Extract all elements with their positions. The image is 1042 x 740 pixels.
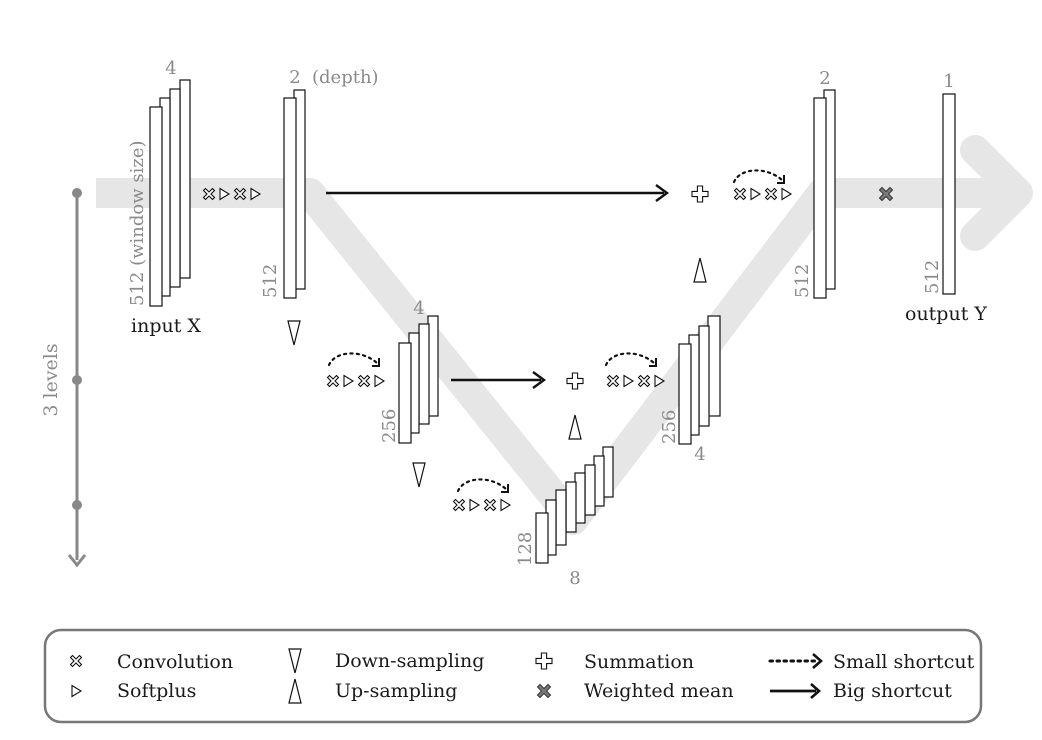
small-shortcut-enc2 bbox=[327, 352, 381, 368]
summation-1 bbox=[691, 185, 709, 203]
small-shortcut-dec2 bbox=[604, 352, 658, 368]
legend-label-down-sampling: Down-sampling bbox=[335, 650, 484, 672]
big-shortcut-2 bbox=[451, 371, 547, 389]
input-block: 4 512 (window size) input X bbox=[127, 58, 201, 337]
summation-2 bbox=[566, 372, 584, 390]
small-shortcut-bottom bbox=[456, 478, 510, 494]
legend-label-up-sampling: Up-sampling bbox=[335, 680, 457, 702]
enc1-block: 2 (depth) 512 bbox=[260, 67, 379, 299]
enc1-channels-label: 2 bbox=[289, 67, 300, 88]
legend-label-weighted-mean: Weighted mean bbox=[584, 680, 734, 702]
dec2-conv-ops bbox=[608, 376, 665, 387]
enc2-height-label: 256 bbox=[379, 409, 400, 443]
dec1-channels-label: 2 bbox=[819, 68, 830, 89]
bottom-channels-label: 8 bbox=[569, 568, 580, 589]
input-channels-label: 4 bbox=[165, 58, 176, 79]
legend-label-small-shortcut: Small shortcut bbox=[833, 651, 975, 673]
bottom-block: 128 8 bbox=[515, 446, 614, 589]
input-height-label: 512 (window size) bbox=[127, 140, 148, 306]
levels-axis: 3 levels bbox=[40, 188, 87, 568]
enc2-conv-ops bbox=[328, 376, 385, 387]
output-channels-label: 1 bbox=[943, 71, 954, 92]
dec1-height-label: 512 bbox=[792, 264, 813, 298]
levels-label: 3 levels bbox=[40, 343, 62, 416]
enc1-height-label: 512 bbox=[260, 264, 281, 298]
flow-path bbox=[96, 135, 1033, 535]
legend-label-convolution: Convolution bbox=[117, 651, 233, 673]
legend-label-summation: Summation bbox=[584, 651, 694, 673]
bottom-height-label: 128 bbox=[515, 532, 536, 566]
legend-label-softplus: Softplus bbox=[117, 680, 196, 702]
output-block: 1 512 output Y bbox=[905, 71, 987, 325]
small-shortcut-icon bbox=[768, 653, 823, 669]
dec2-channels-label: 4 bbox=[694, 444, 705, 465]
big-shortcut-icon bbox=[770, 683, 821, 699]
dec1-conv-ops bbox=[735, 189, 792, 200]
down-sampling-2 bbox=[412, 462, 426, 488]
legend: Convolution Softplus Down-sampling Up-sa… bbox=[43, 628, 983, 724]
small-shortcut-dec1 bbox=[732, 169, 786, 185]
enc2-channels-label: 4 bbox=[413, 298, 424, 319]
big-shortcut-1 bbox=[326, 184, 670, 202]
bottom-conv-ops bbox=[454, 500, 511, 511]
up-sampling-2 bbox=[568, 414, 582, 440]
legend-label-big-shortcut: Big shortcut bbox=[833, 680, 952, 702]
output-label: output Y bbox=[905, 303, 987, 325]
up-sampling-1 bbox=[693, 257, 707, 283]
dec1-block: 2 512 bbox=[792, 68, 836, 299]
enc2-block: 4 256 bbox=[379, 298, 439, 444]
dec2-height-label: 256 bbox=[659, 410, 680, 444]
depth-label: (depth) bbox=[312, 67, 379, 88]
down-sampling-1 bbox=[287, 320, 301, 346]
dec2-block: 256 4 bbox=[659, 315, 721, 465]
output-height-label: 512 bbox=[922, 260, 943, 294]
input-label: input X bbox=[131, 315, 201, 337]
